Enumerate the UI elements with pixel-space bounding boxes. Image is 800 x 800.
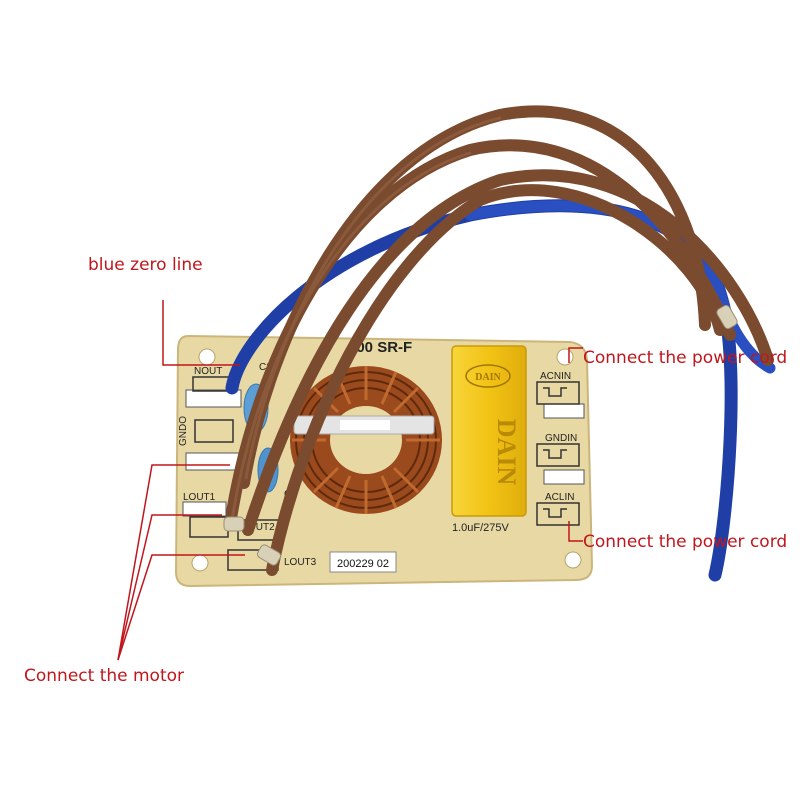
terminal-label-lout3: LOUT3 bbox=[284, 557, 317, 568]
brown-wires bbox=[224, 105, 774, 576]
capacitor-rating-text: 1.0uF/275V bbox=[452, 522, 510, 534]
terminal-label-nout: NOUT bbox=[194, 366, 222, 377]
power-cord-label-bottom: Connect the power cord bbox=[583, 532, 788, 552]
terminal-label-lout1: LOUT1 bbox=[183, 492, 216, 503]
annotation-leaders bbox=[117, 300, 583, 661]
svg-text:200229 02: 200229 02 bbox=[337, 558, 389, 570]
wire-lugs bbox=[223, 304, 738, 566]
terminal-label-gndo: GNDO bbox=[178, 416, 189, 446]
terminal-label-gndin: GNDIN bbox=[545, 433, 577, 444]
terminal-labels: NOUT GNDO LOUT1 OUT2 LOUT3 ACNIN GNDIN A… bbox=[178, 339, 577, 568]
board-model-text: 000 SR-F bbox=[348, 339, 412, 356]
mounting-hole bbox=[198, 348, 216, 366]
power-cord-label-top: Connect the power cord bbox=[583, 348, 788, 368]
date-code-sticker: 200229 02 bbox=[329, 551, 397, 573]
terminal-label-out2: OUT2 bbox=[248, 522, 275, 533]
terminal-label-aclin: ACLIN bbox=[545, 492, 574, 503]
mounting-hole bbox=[556, 348, 574, 366]
blue-zero-line-label: blue zero line bbox=[88, 255, 203, 275]
mounting-hole bbox=[564, 551, 582, 569]
capacitor-brand-text: DAIN bbox=[492, 419, 521, 486]
cap-label-c2: C2 bbox=[259, 362, 272, 373]
capacitor-logo-text: DAIN bbox=[475, 372, 501, 383]
motor-label: Connect the motor bbox=[24, 666, 185, 686]
mounting-hole bbox=[191, 554, 209, 572]
x-capacitor: DAIN DAIN 1.0uF/275V bbox=[451, 345, 527, 534]
terminal-label-acnin: ACNIN bbox=[540, 371, 571, 382]
